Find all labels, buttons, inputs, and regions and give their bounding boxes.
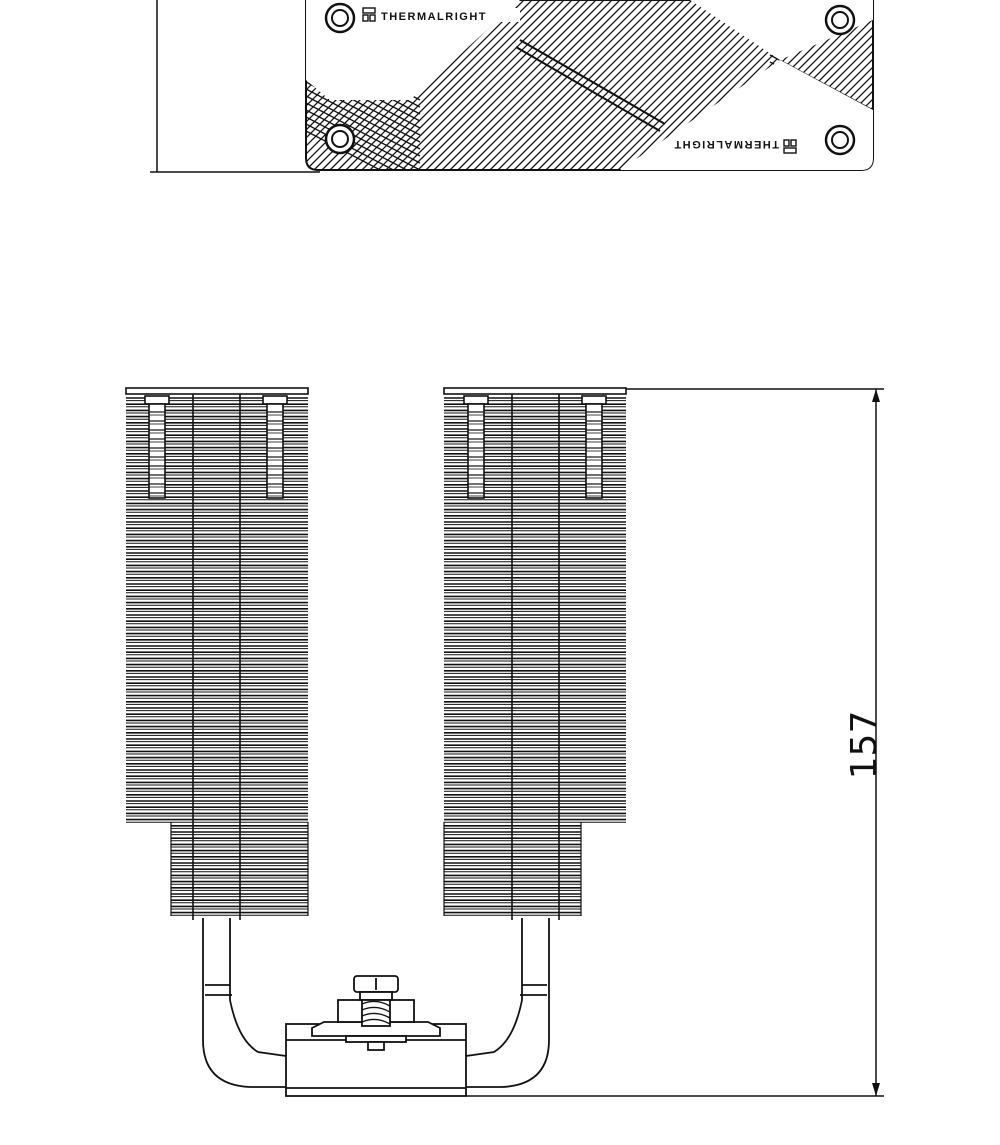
side-view: 157 xyxy=(125,387,885,1097)
right-fan-clip-slot-a xyxy=(463,395,489,499)
brand-name-bottom: THERMALRIGHT xyxy=(673,138,779,150)
left-fan-clip-slot-a xyxy=(144,395,170,499)
right-fin-top-cap xyxy=(443,387,627,395)
top-view: THERMALRIGHT THERMALRIGHT xyxy=(150,0,874,173)
screw-spring xyxy=(361,1000,391,1025)
height-dimension xyxy=(466,388,884,1097)
right-heatpipe-columns xyxy=(511,394,560,920)
left-heatpipe-columns xyxy=(192,394,241,920)
left-fan-clip-slot-b xyxy=(262,395,288,499)
brand-logo-bottom: THERMALRIGHT xyxy=(673,138,813,154)
mounting-bracket xyxy=(311,999,441,1051)
top-screw-hole-right-top xyxy=(824,4,856,36)
left-fin-top-cap xyxy=(125,387,309,395)
top-screw-hole-left-top xyxy=(324,2,356,34)
mounting-screw xyxy=(353,975,399,1027)
top-screw-hole-right-bottom xyxy=(824,124,856,156)
heatpipes xyxy=(202,918,550,1088)
brand-logo-top: THERMALRIGHT xyxy=(362,7,520,23)
right-fan-clip-slot-b xyxy=(581,395,607,499)
height-dimension-label: 157 xyxy=(844,711,885,780)
top-screw-hole-left-bottom xyxy=(324,123,356,155)
top-fin-pattern xyxy=(306,0,873,170)
brand-name-top: THERMALRIGHT xyxy=(381,11,487,23)
brand-logo-icon xyxy=(362,7,376,14)
